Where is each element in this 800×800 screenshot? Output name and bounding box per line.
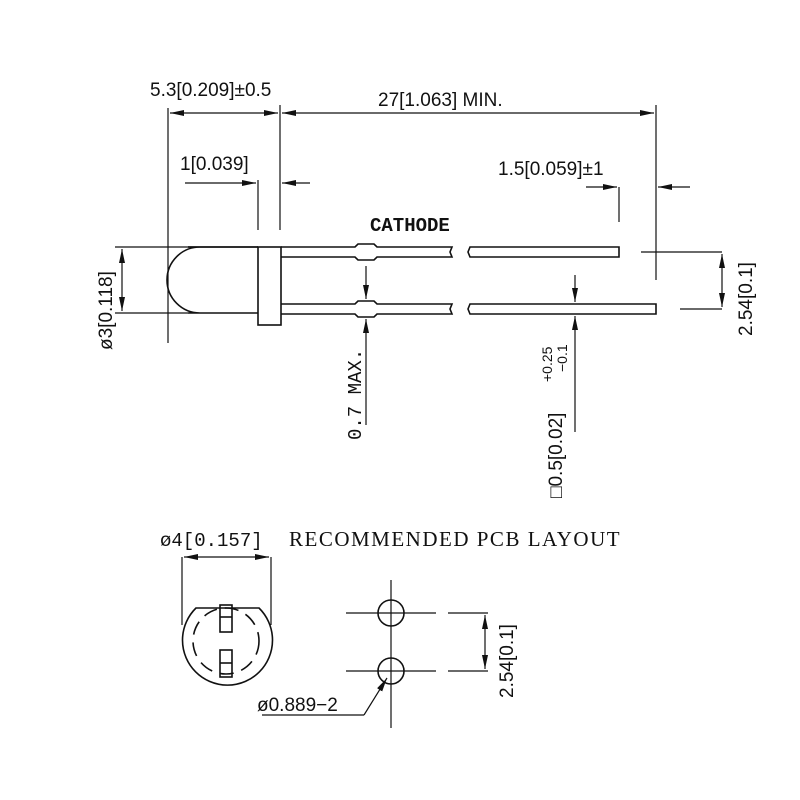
dim-hole-pitch: 2.54[0.1]	[497, 624, 518, 698]
dim-hole: ø0.889−2	[257, 695, 338, 716]
dim-lead-square: □0.5[0.02]	[546, 413, 567, 498]
pcb-hole	[377, 599, 405, 627]
dim-lead-pitch: 2.54[0.1]	[736, 262, 757, 336]
pcb-title: RECOMMENDED PCB LAYOUT	[289, 527, 621, 551]
dim-lead-offset: 1.5[0.059]±1	[498, 159, 604, 180]
led-dome	[166, 246, 258, 314]
dim-lead-tol-plus: +0.25	[539, 346, 555, 382]
led-side-view	[166, 243, 657, 326]
led-flange	[257, 246, 282, 326]
dim-lead-length: 27[1.063] MIN.	[378, 90, 503, 111]
anode-lead	[281, 300, 454, 318]
dim-flange-diameter: ø4[0.157]	[160, 530, 263, 552]
dimension-lines	[115, 105, 725, 432]
dim-body-length: 5.3[0.209]±0.5	[150, 80, 271, 101]
pcb-layout	[262, 580, 488, 728]
cathode-label: CATHODE	[370, 215, 450, 237]
dim-standoff: 0.7 MAX.	[345, 349, 367, 440]
led-bottom-view	[181, 554, 274, 686]
dim-diameter: ø3[0.118]	[96, 271, 117, 350]
pcb-hole	[377, 657, 405, 685]
dim-flange: 1[0.039]	[180, 154, 249, 175]
cathode-lead	[281, 243, 454, 261]
dim-lead-tol-minus: −0.1	[554, 344, 570, 372]
